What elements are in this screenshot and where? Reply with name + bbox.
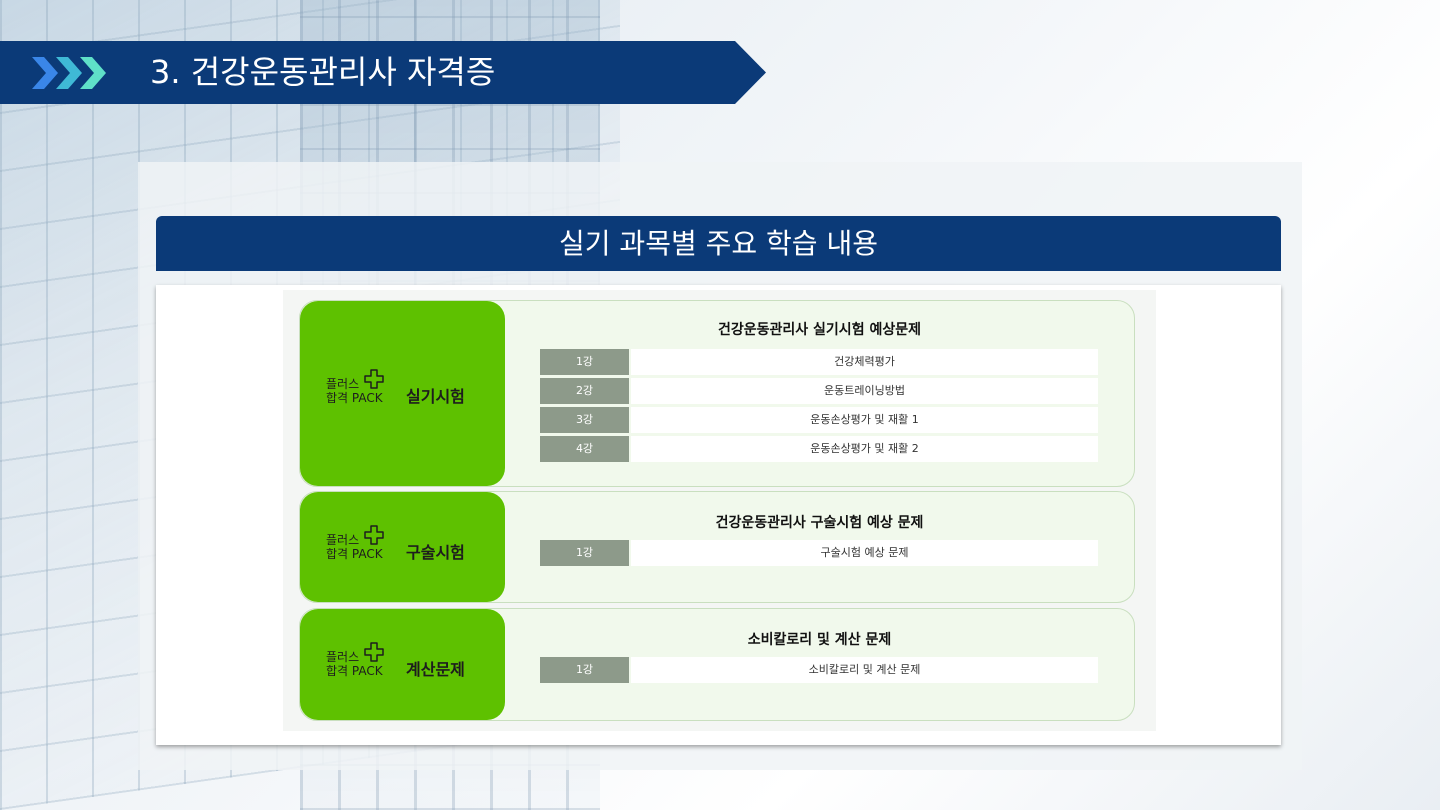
lecture-number: 1강: [540, 349, 629, 375]
lecture-number: 2강: [540, 378, 629, 404]
course-block-badge: 플러스 합격 PACK 실기시험: [300, 301, 505, 486]
lecture-row: 1강 소비칼로리 및 계산 문제: [540, 657, 1098, 683]
lecture-title: 구술시험 예상 문제: [631, 540, 1098, 566]
lecture-title: 운동손상평가 및 재활 2: [631, 436, 1098, 462]
chevrons-icon: [32, 57, 106, 89]
brand-label: 플러스 합격 PACK: [326, 533, 383, 561]
lecture-title: 운동손상평가 및 재활 1: [631, 407, 1098, 433]
lecture-row: 2강 운동트레이닝방법: [540, 378, 1098, 404]
lecture-row: 3강 운동손상평가 및 재활 1: [540, 407, 1098, 433]
course-block-practical: 플러스 합격 PACK 실기시험 건강운동관리사 실기시험 예상문제 1강 건강…: [299, 300, 1135, 487]
course-label: 실기시험: [406, 387, 465, 406]
course-title: 건강운동관리사 구술시험 예상 문제: [715, 515, 924, 531]
brand-label: 플러스 합격 PACK: [326, 377, 383, 405]
course-label: 구술시험: [406, 543, 465, 562]
course-block-calculation: 플러스 합격 PACK 계산문제 소비칼로리 및 계산 문제 1강 소비칼로리 …: [299, 608, 1135, 721]
lecture-title: 소비칼로리 및 계산 문제: [631, 657, 1098, 683]
plus-icon: [364, 525, 384, 545]
course-block-badge: 플러스 합격 PACK 계산문제: [300, 609, 505, 720]
plus-icon: [364, 642, 384, 662]
page-title: 3. 건강운동관리사 자격증: [150, 53, 496, 91]
lecture-title: 건강체력평가: [631, 349, 1098, 375]
lecture-number: 1강: [540, 657, 629, 683]
course-label: 계산문제: [406, 660, 465, 679]
section-header: 실기 과목별 주요 학습 내용: [156, 216, 1281, 271]
title-banner: 3. 건강운동관리사 자격증: [0, 41, 766, 104]
course-title: 건강운동관리사 실기시험 예상문제: [718, 322, 921, 338]
course-block-badge: 플러스 합격 PACK 구술시험: [300, 492, 505, 602]
brand-label: 플러스 합격 PACK: [326, 650, 383, 678]
course-title: 소비칼로리 및 계산 문제: [747, 632, 892, 648]
lecture-title: 운동트레이닝방법: [631, 378, 1098, 404]
lecture-number: 3강: [540, 407, 629, 433]
plus-icon: [364, 369, 384, 389]
lecture-row: 4강 운동손상평가 및 재활 2: [540, 436, 1098, 462]
lecture-number: 1강: [540, 540, 629, 566]
lecture-row: 1강 건강체력평가: [540, 349, 1098, 375]
lecture-number: 4강: [540, 436, 629, 462]
course-block-oral: 플러스 합격 PACK 구술시험 건강운동관리사 구술시험 예상 문제 1강 구…: [299, 491, 1135, 603]
lecture-row: 1강 구술시험 예상 문제: [540, 540, 1098, 566]
